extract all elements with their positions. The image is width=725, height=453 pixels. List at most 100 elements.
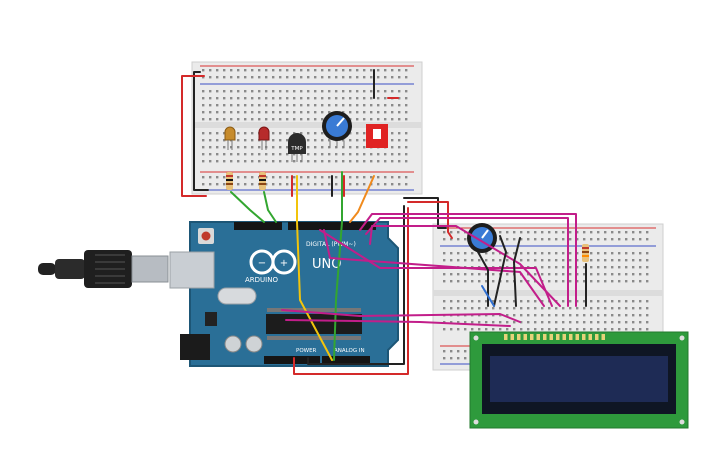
breadboard-hole xyxy=(244,90,247,93)
breadboard-hole xyxy=(492,321,495,324)
breadboard-hole xyxy=(216,139,219,142)
breadboard-hole xyxy=(632,273,635,276)
breadboard-hole xyxy=(583,300,586,303)
breadboard-hole xyxy=(450,280,453,283)
breadboard-hole xyxy=(202,183,205,186)
breadboard-hole xyxy=(377,104,380,107)
breadboard-hole xyxy=(604,280,607,283)
breadboard-hole xyxy=(384,176,387,179)
breadboard-hole xyxy=(464,252,467,255)
temperature-sensor: TMP xyxy=(288,133,306,162)
breadboard-hole xyxy=(597,273,600,276)
breadboard-hole xyxy=(314,90,317,93)
breadboard-hole xyxy=(471,252,474,255)
breadboard-hole xyxy=(541,252,544,255)
breadboard-hole xyxy=(237,146,240,149)
breadboard-hole xyxy=(443,273,446,276)
breadboard-hole xyxy=(202,160,205,163)
breadboard-hole xyxy=(618,314,621,317)
breadboard-hole xyxy=(639,300,642,303)
breadboard-hole xyxy=(485,321,488,324)
breadboard-hole xyxy=(478,273,481,276)
breadboard-hole xyxy=(244,153,247,156)
breadboard-hole xyxy=(405,132,408,135)
breadboard-hole xyxy=(513,231,516,234)
breadboard-hole xyxy=(646,328,649,331)
breadboard-hole xyxy=(342,90,345,93)
lcd-screen xyxy=(490,356,668,402)
breadboard-hole xyxy=(520,328,523,331)
breadboard-hole xyxy=(443,307,446,310)
breadboard-hole xyxy=(534,231,537,234)
breadboard-hole xyxy=(391,153,394,156)
breadboard-hole xyxy=(555,314,558,317)
lcd-pin xyxy=(588,334,592,340)
breadboard-hole xyxy=(405,139,408,142)
breadboard-hole xyxy=(562,252,565,255)
breadboard-hole xyxy=(443,300,446,303)
breadboard-hole xyxy=(363,97,366,100)
breadboard-hole xyxy=(286,97,289,100)
wire-black-right-2 xyxy=(493,235,507,307)
breadboard-hole xyxy=(377,69,380,72)
breadboard-hole xyxy=(349,183,352,186)
breadboard-hole xyxy=(597,280,600,283)
lcd-pin xyxy=(510,334,514,340)
breadboard-hole xyxy=(646,300,649,303)
breadboard-hole xyxy=(625,321,628,324)
breadboard-hole xyxy=(527,231,530,234)
breadboard-hole xyxy=(258,146,261,149)
breadboard-hole xyxy=(639,307,642,310)
breadboard-hole xyxy=(520,307,523,310)
breadboard-hole xyxy=(265,104,268,107)
breadboard-hole xyxy=(216,183,219,186)
breadboard-hole xyxy=(405,146,408,149)
breadboard-hole xyxy=(450,273,453,276)
breadboard-hole xyxy=(632,280,635,283)
breadboard-hole xyxy=(520,238,523,241)
breadboard-hole xyxy=(209,69,212,72)
breadboard-hole xyxy=(569,273,572,276)
breadboard-hole xyxy=(398,153,401,156)
led-yellow xyxy=(224,126,236,150)
breadboard-hole xyxy=(314,176,317,179)
breadboard-hole xyxy=(272,118,275,121)
breadboard-hole xyxy=(398,176,401,179)
breadboard-hole xyxy=(300,132,303,135)
breadboard-hole xyxy=(611,273,614,276)
breadboard-hole xyxy=(286,176,289,179)
breadboard-hole xyxy=(457,238,460,241)
breadboard-hole xyxy=(356,183,359,186)
breadboard-hole xyxy=(492,252,495,255)
breadboard-hole xyxy=(464,350,467,353)
breadboard-hole xyxy=(349,76,352,79)
breadboard-hole xyxy=(506,238,509,241)
usb-plug-metal xyxy=(131,255,169,283)
breadboard-hole xyxy=(377,118,380,121)
breadboard-hole xyxy=(272,146,275,149)
breadboard-hole xyxy=(279,132,282,135)
power-label: POWER xyxy=(296,348,317,354)
breadboard-hole xyxy=(398,118,401,121)
lcd-pin xyxy=(517,334,521,340)
breadboard-hole xyxy=(450,307,453,310)
breadboard-hole xyxy=(569,252,572,255)
breadboard-hole xyxy=(548,321,551,324)
breadboard-hole xyxy=(548,238,551,241)
breadboard-hole xyxy=(632,300,635,303)
breadboard-top-channel xyxy=(192,122,422,128)
breadboard-hole xyxy=(548,259,551,262)
lcd-pin xyxy=(549,334,553,340)
breadboard-hole xyxy=(279,111,282,114)
breadboard-hole xyxy=(520,252,523,255)
breadboard-hole xyxy=(632,328,635,331)
breadboard-hole xyxy=(377,97,380,100)
breadboard-hole xyxy=(286,146,289,149)
lcd-mount-tr xyxy=(679,335,685,341)
breadboard-hole xyxy=(625,231,628,234)
reset-button-cap xyxy=(201,231,211,241)
breadboard-hole xyxy=(349,90,352,93)
breadboard-hole xyxy=(534,300,537,303)
breadboard-hole xyxy=(625,300,628,303)
breadboard-hole xyxy=(230,153,233,156)
